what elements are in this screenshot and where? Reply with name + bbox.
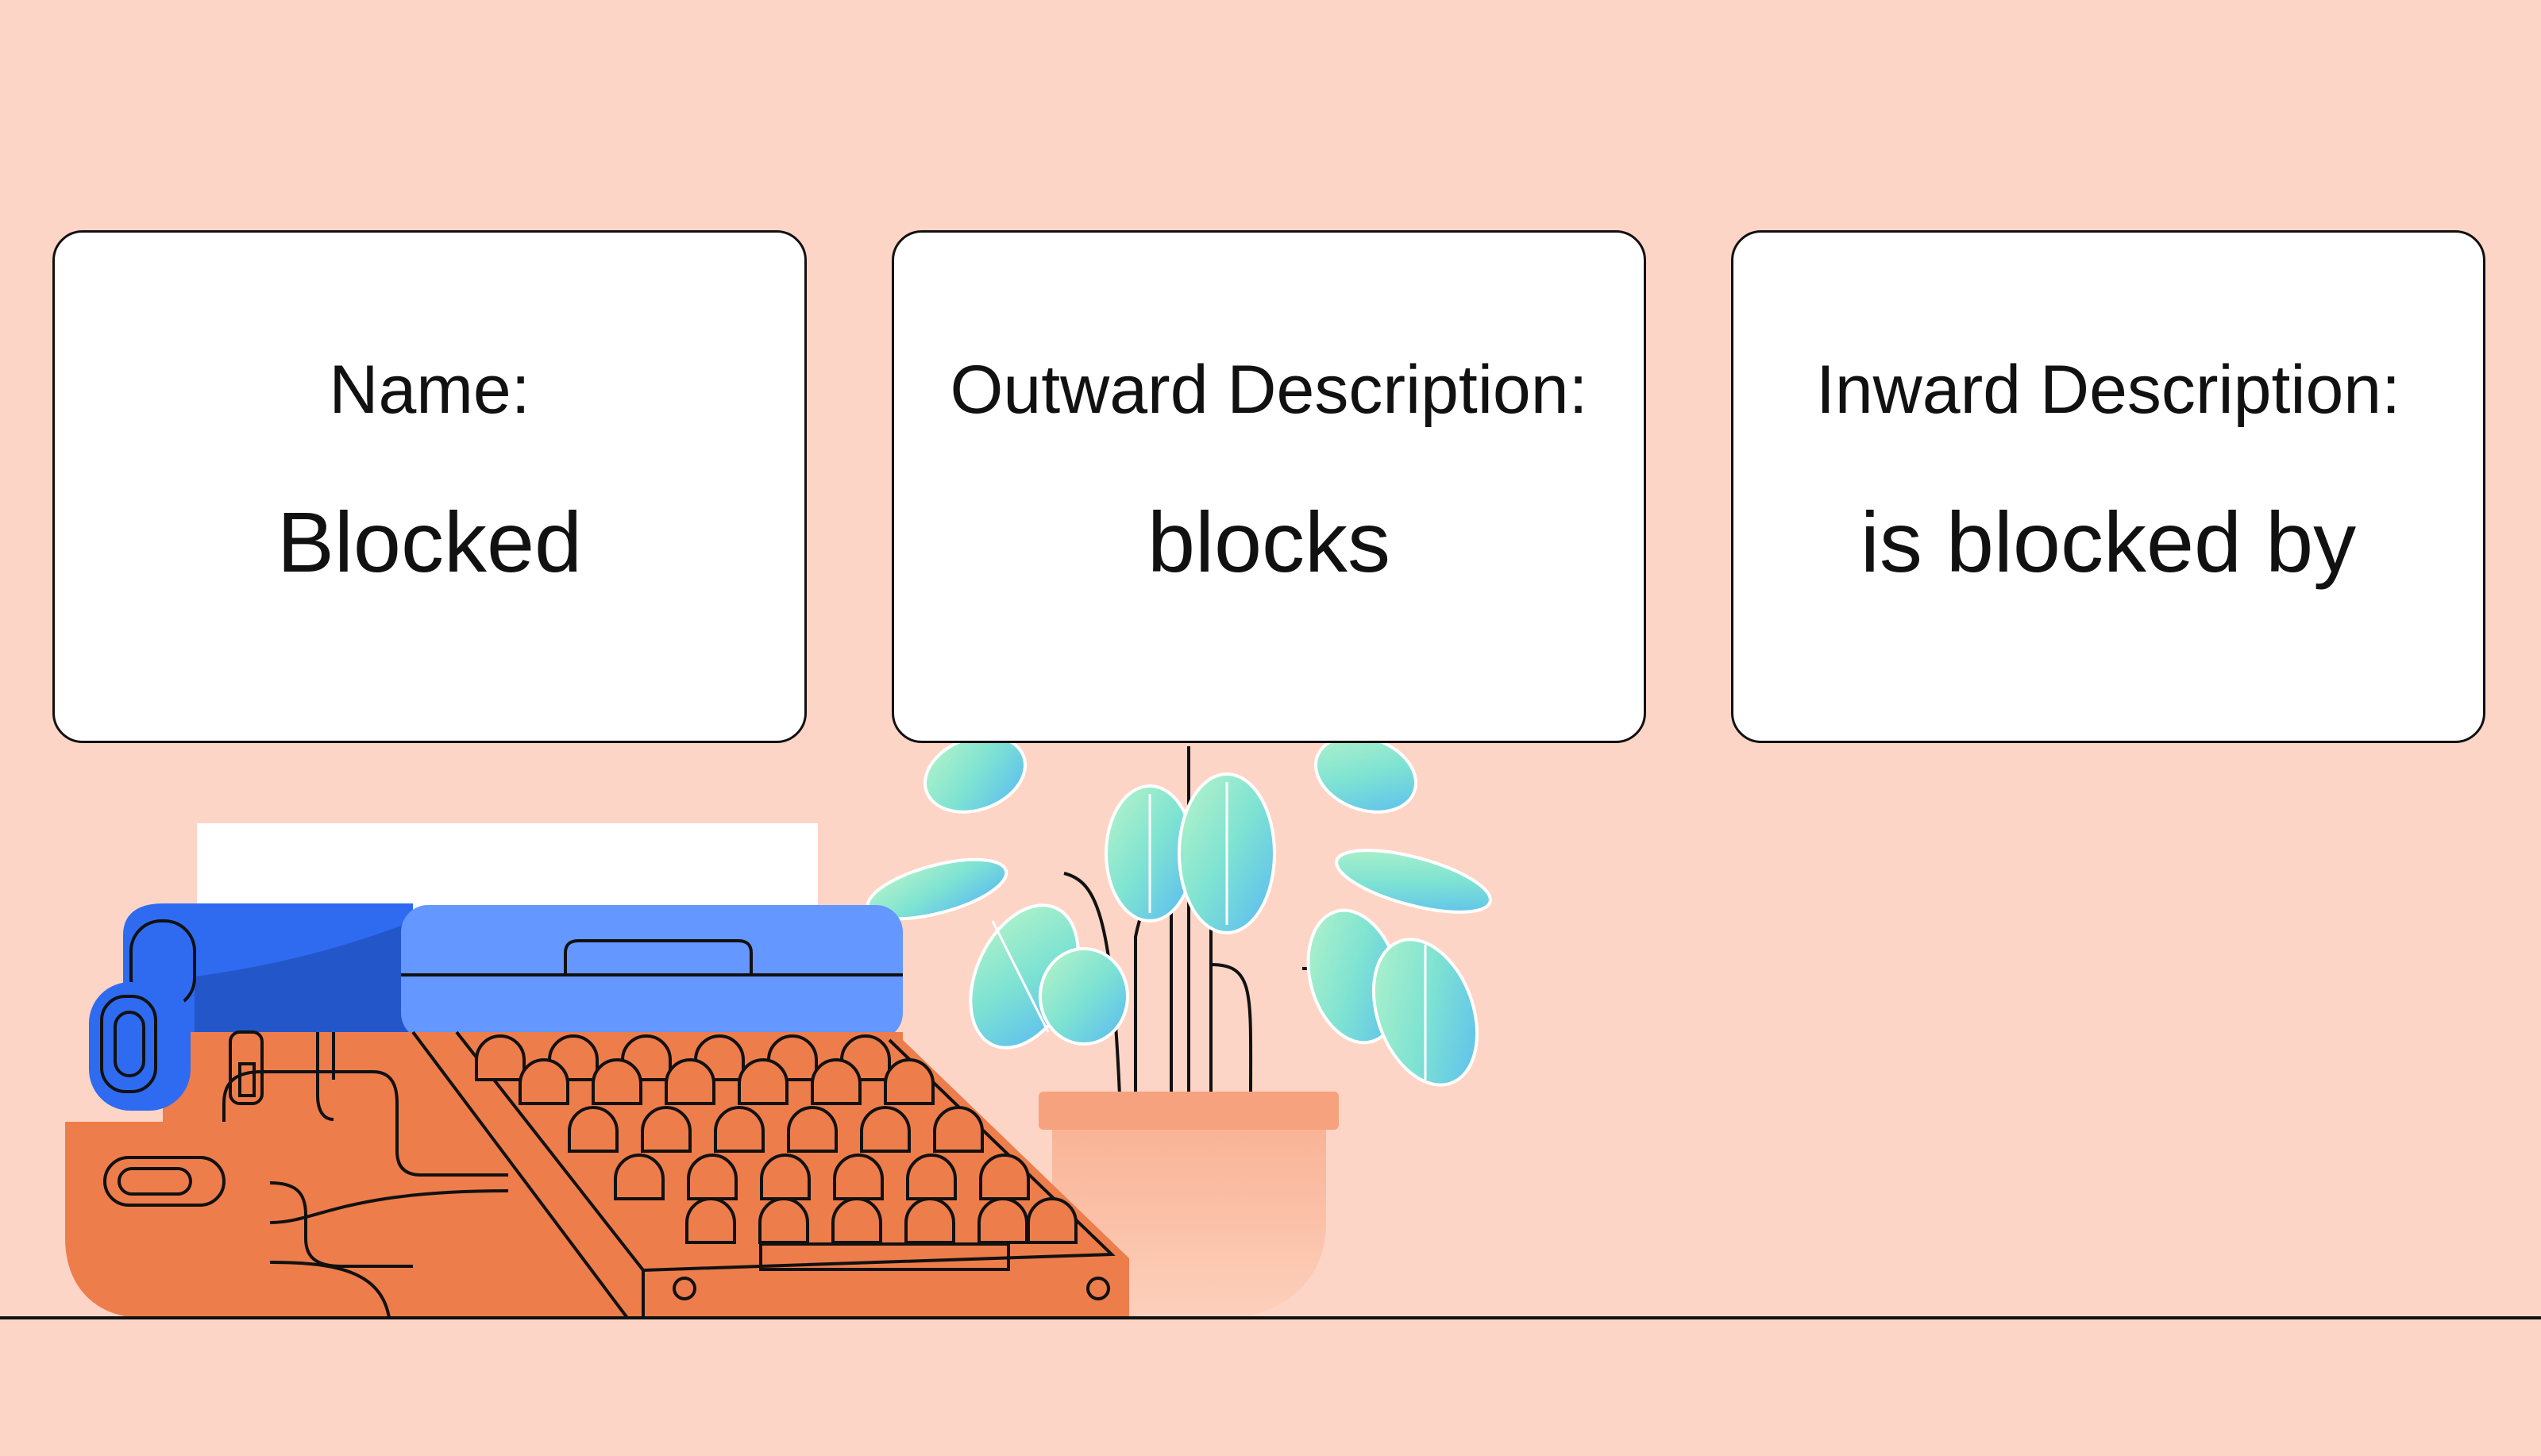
typewriter-icon xyxy=(65,823,1129,1319)
outward-description-card: Outward Description: blocks xyxy=(892,230,1646,743)
inward-description-label: Inward Description: xyxy=(1815,352,2401,428)
name-label: Name: xyxy=(329,352,530,428)
inward-description-card: Inward Description: is blocked by xyxy=(1731,230,2485,743)
outward-description-value: blocks xyxy=(1147,494,1391,590)
name-card: Name: Blocked xyxy=(52,230,807,743)
illustration xyxy=(0,734,2541,1319)
name-value: Blocked xyxy=(276,494,583,590)
typewriter-keys xyxy=(475,1034,1078,1244)
inward-description-value: is blocked by xyxy=(1860,494,2357,590)
plant-icon xyxy=(866,734,1492,1318)
outward-description-label: Outward Description: xyxy=(950,352,1588,428)
